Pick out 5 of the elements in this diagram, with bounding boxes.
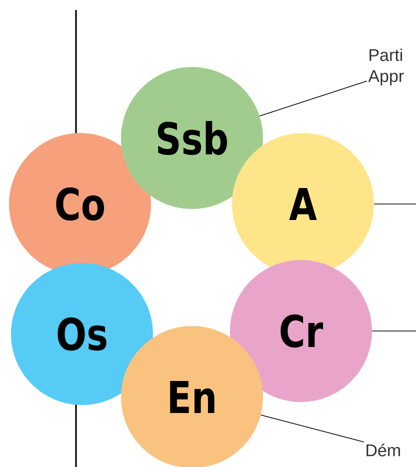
callout-text: Dém [366, 444, 400, 456]
leader-line [372, 330, 416, 332]
leader-line [259, 80, 368, 116]
leader-line [260, 414, 364, 442]
callout-text: Parti Appr [368, 48, 404, 86]
